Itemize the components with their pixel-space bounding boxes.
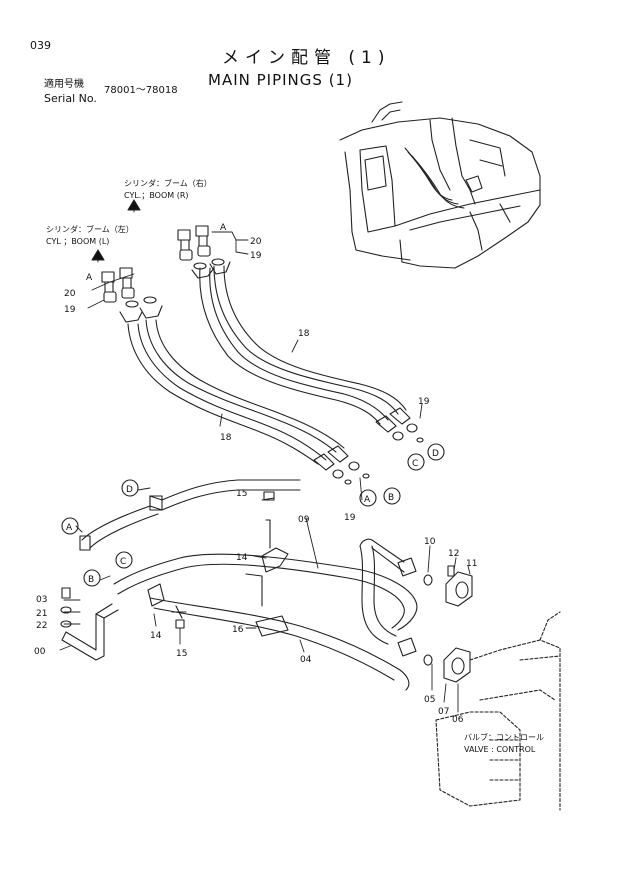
callout-04: 04 (300, 655, 312, 665)
callout-03: 03 (36, 595, 47, 605)
page-number: 039 (30, 39, 51, 52)
hose-18-lower (127, 319, 345, 465)
callout-a-left: A (86, 273, 93, 283)
callout-12: 12 (448, 549, 459, 559)
callout-c-right: C (412, 459, 418, 469)
steel-pipe-upper (79, 479, 301, 551)
callout-18-upper: 18 (298, 329, 310, 339)
hose-ends-valve (313, 407, 424, 485)
callout-19-mid: 19 (344, 513, 356, 523)
serial-label-english: Serial No. (44, 92, 97, 105)
callout-16: 16 (232, 625, 244, 635)
note-cyl-boom-left-en: CYL ；BOOM (L) (46, 237, 109, 246)
callout-06: 06 (452, 715, 464, 725)
callout-10: 10 (424, 537, 436, 547)
serial-range: 78001～78018 (104, 85, 178, 96)
callout-15-top: 15 (236, 489, 247, 499)
callout-14-low: 14 (150, 631, 162, 641)
clamps-and-bolts (147, 491, 473, 683)
fittings-boom-right (177, 225, 231, 279)
callout-a-pipe: A (66, 523, 73, 533)
page-title-english: MAIN PIPINGS (1) (208, 71, 353, 89)
callout-a-mid: A (364, 495, 371, 505)
callout-11: 11 (466, 559, 477, 569)
callout-19-right: 19 (418, 397, 430, 407)
note-valve-jp: バルブ：コントロール (464, 732, 544, 742)
callout-20-left: 20 (64, 289, 76, 299)
callout-22: 22 (36, 621, 47, 631)
page-title-japanese: メイン配管 (1) (222, 48, 391, 68)
bracket-00 (60, 587, 119, 661)
callout-circles (61, 443, 445, 587)
callout-c-pipe: C (120, 557, 126, 567)
note-cyl-boom-left-jp: シリンダ：ブーム（左） (46, 224, 134, 234)
serial-label-japanese: 適用号機 (44, 79, 84, 90)
callout-19-left: 19 (64, 305, 76, 315)
steel-pipe-lower (113, 538, 433, 691)
hose-18-upper (199, 265, 407, 425)
callout-09: 09 (298, 515, 310, 525)
callout-d-pipe: D (126, 485, 133, 495)
note-valve-en: VALVE : CONTROL (464, 745, 536, 754)
callout-07: 07 (438, 707, 449, 717)
callout-15-low: 15 (176, 649, 187, 659)
callout-14-mid: 14 (236, 553, 248, 563)
note-cyl-boom-right-jp: シリンダ：ブーム（右） (124, 178, 212, 188)
callout-05: 05 (424, 695, 435, 705)
excavator-overview (339, 101, 541, 269)
control-valve (435, 611, 561, 811)
fittings-boom-left (101, 267, 163, 323)
arrows (91, 199, 141, 261)
note-cyl-boom-right-en: CYL.；BOOM (R) (124, 191, 189, 200)
callout-d-right: D (432, 449, 439, 459)
callout-00: 00 (34, 647, 46, 657)
callout-21: 21 (36, 609, 47, 619)
callout-20-top: 20 (250, 237, 262, 247)
callout-18-lower: 18 (220, 433, 232, 443)
callout-19-top: 19 (250, 251, 262, 261)
callout-a-top: A (220, 223, 227, 233)
callout-b-mid: B (388, 493, 394, 503)
callout-b-pipe: B (88, 575, 94, 585)
